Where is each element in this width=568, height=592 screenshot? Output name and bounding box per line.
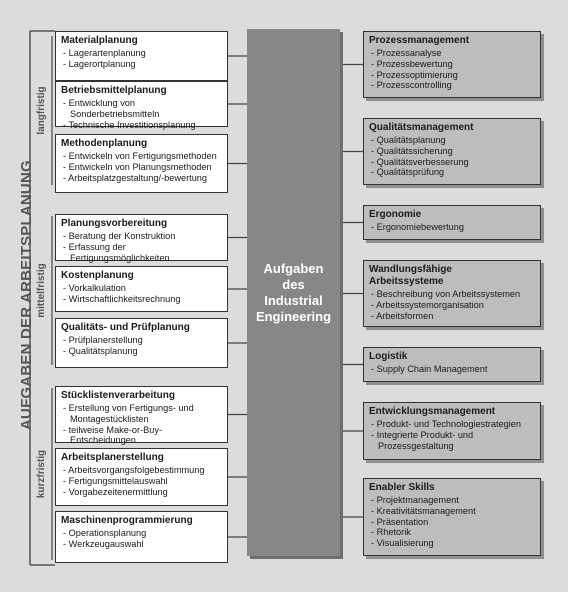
task-item: Fertigungsmittelauswahl — [61, 476, 221, 487]
right-task-box-logistik: LogistikSupply Chain Management — [363, 347, 541, 382]
right-task-list: Produkt- und TechnologiestrategienIntegr… — [369, 419, 534, 451]
task-item: Produkt- und Technologiestrategien — [369, 419, 534, 430]
task-item: Integrierte Produkt- und Prozessgestaltu… — [369, 430, 534, 452]
task-item: Werkzeugauswahl — [61, 539, 221, 550]
task-item: Qualitätsplanung — [61, 346, 221, 357]
left-task-title: Methodenplanung — [61, 138, 148, 149]
right-task-title: Prozessmanagement — [369, 35, 470, 46]
left-task-list: Erstellung von Fertigungs- und Montagest… — [61, 403, 221, 446]
task-item: Beratung der Konstruktion — [61, 231, 221, 242]
task-item: Entwickeln von Fertigungsmethoden — [61, 151, 221, 162]
left-task-title: Materialplanung — [61, 35, 138, 46]
task-item: Technische Investitionsplanung — [61, 120, 221, 131]
left-task-box-planungsvorbereitung: PlanungsvorbereitungBeratung der Konstru… — [55, 214, 228, 263]
center-node-label: Aufgaben des Industrial Engineering — [255, 260, 332, 324]
right-task-list: Beschreibung von ArbeitssystemenArbeitss… — [369, 289, 534, 321]
task-item: Visualisierung — [369, 538, 534, 549]
right-task-list: ProzessanalyseProzessbewertungProzessopt… — [369, 48, 534, 91]
right-task-title: Qualitätsmanagement — [369, 122, 474, 133]
task-item: Prüfplanerstellung — [61, 335, 221, 346]
task-item: Vorkalkulation — [61, 283, 221, 294]
task-item: Arbeitsplatzgestaltung/-bewertung — [61, 173, 221, 184]
period-label-kurzfristig: kurzfristig — [36, 449, 47, 499]
right-task-box-enabler-skills: Enabler SkillsProjektmanagementKreativit… — [363, 478, 541, 556]
task-item: Präsentation — [369, 517, 534, 528]
task-item: Lagerartenplanung — [61, 48, 221, 59]
task-item: Supply Chain Management — [369, 364, 534, 375]
period-label-langfristig: langfristig — [36, 86, 47, 135]
task-item: Arbeitsvorgangsfolgebestimmung — [61, 465, 221, 476]
left-task-title: Arbeitsplanerstellung — [61, 452, 164, 463]
left-task-box-maschinenprogrammierung: MaschinenprogrammierungOperationsplanung… — [55, 511, 228, 563]
left-task-title: Betriebsmittelplanung — [61, 85, 167, 96]
right-task-box-wandlungsfähige-arbeitssysteme: Wandlungsfähige ArbeitssystemeBeschreibu… — [363, 260, 541, 327]
right-task-list: ProjektmanagementKreativitätsmanagementP… — [369, 495, 534, 549]
left-task-list: Beratung der KonstruktionErfassung der F… — [61, 231, 221, 263]
right-task-title: Ergonomie — [369, 209, 422, 220]
left-task-box-methodenplanung: MethodenplanungEntwickeln von Fertigungs… — [55, 134, 228, 193]
left-task-list: Entwickeln von FertigungsmethodenEntwick… — [61, 151, 221, 183]
task-item: Prozessbewertung — [369, 59, 534, 70]
main-title: AUFGABEN DER ARBEITSPLANUNG — [18, 160, 35, 430]
task-item: teilweise Make-or-Buy-Entscheidungen — [61, 425, 221, 447]
task-item: Prozesscontrolling — [369, 80, 534, 91]
task-item: Qualitätssicherung — [369, 146, 534, 157]
left-task-title: Qualitäts- und Prüfplanung — [61, 322, 190, 333]
left-task-list: LagerartenplanungLagerortplanung — [61, 48, 221, 70]
right-task-box-prozessmanagement: ProzessmanagementProzessanalyseProzessbe… — [363, 31, 541, 98]
left-task-box-materialplanung: MaterialplanungLagerartenplanungLagerort… — [55, 31, 228, 81]
task-item: Projektmanagement — [369, 495, 534, 506]
right-task-list: QualitätsplanungQualitätssicherungQualit… — [369, 135, 534, 178]
right-task-list: Supply Chain Management — [369, 364, 534, 375]
task-item: Beschreibung von Arbeitssystemen — [369, 289, 534, 300]
task-item: Operationsplanung — [61, 528, 221, 539]
task-item: Entwicklung von Sonderbetriebsmitteln — [61, 98, 221, 120]
left-task-title: Kostenplanung — [61, 270, 134, 281]
task-item: Lagerortplanung — [61, 59, 221, 70]
right-task-box-qualitätsmanagement: QualitätsmanagementQualitätsplanungQuali… — [363, 118, 541, 185]
task-item: Arbeitssystemorganisation — [369, 300, 534, 311]
task-item: Wirtschaftlichkeitsrechnung — [61, 294, 221, 305]
task-item: Vorgabezeitenermittlung — [61, 487, 221, 498]
period-label-mittelfristig: mittelfristig — [36, 263, 47, 318]
right-task-title: Enabler Skills — [369, 482, 435, 493]
left-task-list: VorkalkulationWirtschaftlichkeitsrechnun… — [61, 283, 221, 305]
task-item: Qualitätsverbesserung — [369, 157, 534, 168]
task-item: Prozessoptimierung — [369, 70, 534, 81]
task-item: Qualitätsprüfung — [369, 167, 534, 178]
right-task-title: Wandlungsfähige Arbeitssysteme — [369, 264, 452, 287]
task-item: Kreativitätsmanagement — [369, 506, 534, 517]
left-task-list: ArbeitsvorgangsfolgebestimmungFertigungs… — [61, 465, 221, 497]
left-task-title: Planungsvorbereitung — [61, 218, 168, 229]
left-task-list: Entwicklung von SonderbetriebsmittelnTec… — [61, 98, 221, 130]
left-task-title: Maschinenprogrammierung — [61, 515, 193, 526]
right-task-box-ergonomie: ErgonomieErgonomiebewertung — [363, 205, 541, 240]
left-task-box-kostenplanung: KostenplanungVorkalkulationWirtschaftlic… — [55, 266, 228, 312]
task-item: Entwickeln von Planungsmethoden — [61, 162, 221, 173]
task-item: Prozessanalyse — [369, 48, 534, 59]
task-item: Erfassung der Fertigungsmöglichkeiten — [61, 242, 221, 264]
left-task-box-betriebsmittelplanung: BetriebsmittelplanungEntwicklung von Son… — [55, 81, 228, 130]
right-task-title: Entwicklungsmanagement — [369, 406, 496, 417]
task-item: Rhetorik — [369, 527, 534, 538]
task-item: Qualitätsplanung — [369, 135, 534, 146]
task-item: Ergonomiebewertung — [369, 222, 534, 233]
task-item: Arbeitsformen — [369, 311, 534, 322]
left-task-box-arbeitsplanerstellung: ArbeitsplanerstellungArbeitsvorgangsfolg… — [55, 448, 228, 506]
left-task-title: Stücklistenverarbeitung — [61, 390, 175, 401]
right-task-title: Logistik — [369, 351, 408, 362]
left-task-box-stücklistenverarbeitung: StücklistenverarbeitungErstellung von Fe… — [55, 386, 228, 446]
center-node: Aufgaben des Industrial Engineering — [247, 29, 340, 556]
left-task-list: PrüfplanerstellungQualitätsplanung — [61, 335, 221, 357]
left-task-list: OperationsplanungWerkzeugauswahl — [61, 528, 221, 550]
right-task-list: Ergonomiebewertung — [369, 222, 534, 233]
left-task-box-qualitäts-und-prüfplanung: Qualitäts- und PrüfplanungPrüfplanerstel… — [55, 318, 228, 368]
right-task-box-entwicklungsmanagement: EntwicklungsmanagementProdukt- und Techn… — [363, 402, 541, 460]
task-item: Erstellung von Fertigungs- und Montagest… — [61, 403, 221, 425]
